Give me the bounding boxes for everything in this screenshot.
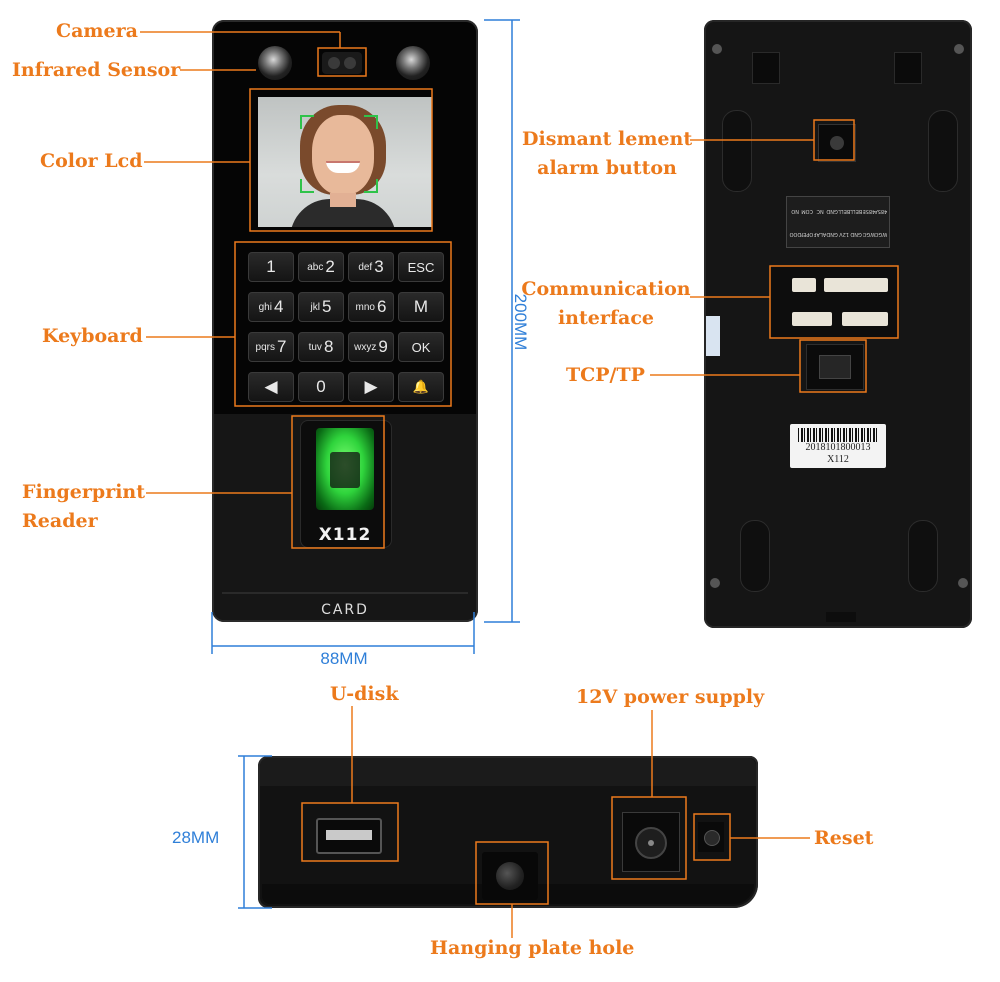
keypad-key-label: 7: [276, 337, 287, 356]
callout-fingerprint-line1: Fingerprint: [22, 481, 146, 503]
infrared-sensor-left: [258, 46, 292, 80]
keypad-key-label: ◀: [264, 377, 278, 396]
callout-camera: Camera: [56, 20, 138, 42]
keypad-key-label: M: [413, 297, 429, 316]
dimension-width: 88MM: [320, 649, 368, 668]
connector-plug: [824, 278, 888, 292]
reset-hole: [698, 822, 724, 852]
callout-dismantle-line1: Dismant lement: [522, 128, 693, 150]
keypad-key-letters: pqrs: [255, 341, 275, 353]
keypad-key-letters: mno: [355, 301, 375, 313]
callout-color-lcd: Color Lcd: [40, 150, 143, 172]
keypad-key-letters: def: [358, 261, 373, 273]
fingerprint-window: [330, 452, 360, 488]
hanging-slot: [752, 52, 780, 84]
card-logo: CARD: [321, 602, 369, 618]
rubber-foot: [928, 110, 958, 192]
terminal-labels: NOCOMNCGNDBELL1BELL2485B485ADOOR-INOPENA…: [786, 196, 890, 248]
barcode: [798, 428, 878, 442]
callout-udisk: U-disk: [330, 683, 399, 705]
keypad-key: ◀: [248, 372, 294, 402]
keypad-key-label: 2: [325, 257, 335, 276]
side-top-band: [260, 758, 756, 786]
connector-plug: [792, 312, 832, 326]
keypad-key-label: 8: [323, 337, 334, 356]
color-lcd-screen: [258, 97, 432, 227]
face-image: [290, 101, 396, 227]
keypad-key-label: ▶: [364, 377, 378, 396]
keypad-key-label: 🔔: [412, 379, 430, 394]
keypad-key: OK: [398, 332, 444, 362]
serial-sticker: 2018101800013 X112: [790, 424, 886, 468]
keypad-key-letters: tuv: [308, 341, 322, 353]
keypad-key: 0: [298, 372, 344, 402]
screw-top-left: [712, 44, 722, 54]
hanging-plate-hole: [482, 852, 538, 900]
ethernet-port: [806, 344, 864, 390]
rubber-foot: [908, 520, 938, 592]
callout-reset: Reset: [814, 827, 874, 849]
keypad-key-label: ESC: [407, 259, 435, 275]
keypad-key: M: [398, 292, 444, 322]
infrared-sensor-right: [396, 46, 430, 80]
keypad-key-label: 1: [266, 257, 276, 276]
connector-block: [770, 266, 898, 338]
keypad-key-letters: ghi: [258, 301, 272, 313]
usb-port: [316, 818, 382, 854]
callout-hanging: Hanging plate hole: [430, 937, 635, 959]
callout-keyboard: Keyboard: [42, 325, 143, 347]
keypad-key-label: 9: [378, 337, 388, 356]
model-label: X112: [318, 525, 372, 545]
keypad-key: 🔔: [398, 372, 444, 402]
dc-power-jack: [622, 812, 680, 872]
keypad-key-letters: abc: [307, 261, 324, 273]
keypad-key-label: OK: [411, 339, 431, 355]
callout-dismantle-line2: alarm button: [537, 157, 677, 179]
dimension-depth: 28MM: [172, 828, 220, 847]
keypad-key-label: 4: [273, 297, 284, 316]
screw-bottom-left: [710, 578, 720, 588]
keypad-key: 1: [248, 252, 294, 282]
rubber-foot: [740, 520, 770, 592]
callout-power: 12V power supply: [576, 686, 765, 708]
callout-communication-line1: Communication: [521, 278, 691, 300]
screw-top-right: [954, 44, 964, 54]
serial-model: X112: [827, 454, 849, 465]
warranty-sticker: [706, 316, 720, 356]
serial-number: 2018101800013: [805, 442, 871, 453]
keypad-key-label: 3: [374, 257, 384, 276]
keypad-key-letters: wxyz: [354, 341, 377, 353]
screw-bottom-right: [958, 578, 968, 588]
front-lower-divider: [222, 592, 468, 594]
rubber-foot: [722, 110, 752, 192]
keypad-key-label: 6: [376, 297, 387, 316]
keypad-key-letters: jkl: [310, 301, 320, 313]
camera-lens: [322, 52, 362, 74]
keypad-key-label: 5: [321, 297, 332, 316]
keypad-key-label: 0: [316, 377, 326, 396]
hanging-slot: [894, 52, 922, 84]
connector-plug: [842, 312, 888, 326]
callout-fingerprint-line2: Reader: [22, 510, 98, 532]
keypad-key: ESC: [398, 252, 444, 282]
face-detect-frame: [300, 115, 378, 193]
dimension-height: 200MM: [511, 293, 530, 351]
callout-tcp: TCP/TP: [566, 364, 645, 386]
tamper-alarm-button: [818, 124, 856, 162]
connector-plug: [792, 278, 816, 292]
callout-infrared-sensor: Infrared Sensor: [12, 59, 181, 81]
keypad-key: ▶: [348, 372, 394, 402]
callout-communication-line2: interface: [557, 307, 655, 329]
back-bottom-notch: [826, 612, 856, 622]
